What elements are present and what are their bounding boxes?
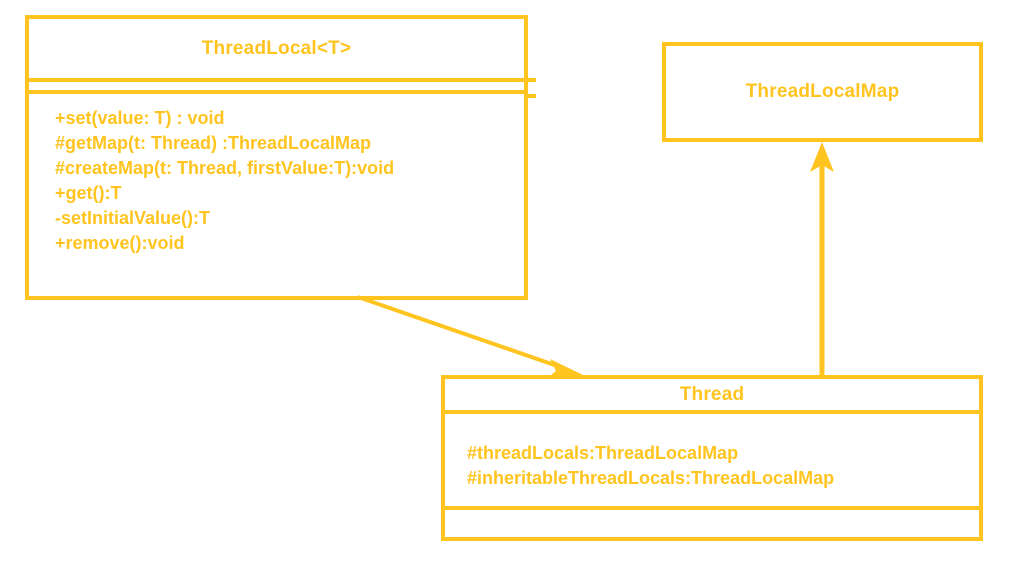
compartment-divider-stub — [528, 78, 536, 82]
method-item: +set(value: T) : void — [55, 108, 225, 128]
class-attributes-compartment-threadlocal — [29, 78, 524, 90]
class-name-threadlocal: ThreadLocal<T> — [201, 37, 352, 59]
class-title-compartment-threadlocalmap: ThreadLocalMap — [666, 46, 979, 138]
arrow-thread-to-threadlocalmap — [810, 142, 834, 377]
class-name-thread: Thread — [679, 383, 745, 405]
method-item: +get():T — [55, 183, 122, 203]
class-name-threadlocalmap: ThreadLocalMap — [745, 81, 900, 102]
class-title-compartment-thread: Thread — [445, 379, 979, 410]
class-box-threadlocalmap[interactable]: ThreadLocalMap — [662, 42, 983, 142]
method-item: -setInitialValue():T — [55, 208, 211, 228]
compartment-divider-stub — [528, 94, 536, 98]
method-item: #createMap(t: Thread, firstValue:T):void — [55, 158, 395, 178]
attribute-item: #threadLocals:ThreadLocalMap — [467, 443, 739, 463]
class-box-thread[interactable]: Thread #threadLocals:ThreadLocalMap #inh… — [441, 375, 983, 541]
class-attributes-compartment-thread: #threadLocals:ThreadLocalMap #inheritabl… — [445, 410, 979, 506]
method-list-threadlocal: +set(value: T) : void #getMap(t: Thread)… — [55, 106, 524, 256]
arrow-threadlocal-to-thread — [357, 295, 583, 379]
class-box-threadlocal[interactable]: ThreadLocal<T> +set(value: T) : void #ge… — [25, 15, 536, 300]
class-methods-compartment-threadlocal: +set(value: T) : void #getMap(t: Thread)… — [29, 90, 524, 256]
method-item: +remove():void — [55, 233, 185, 253]
attribute-item: #inheritableThreadLocals:ThreadLocalMap — [467, 468, 835, 488]
class-title-compartment-threadlocal: ThreadLocal<T> — [29, 19, 524, 78]
attribute-list-thread: #threadLocals:ThreadLocalMap #inheritabl… — [467, 441, 979, 491]
method-item: #getMap(t: Thread) :ThreadLocalMap — [55, 133, 372, 153]
class-methods-compartment-thread — [445, 506, 979, 529]
